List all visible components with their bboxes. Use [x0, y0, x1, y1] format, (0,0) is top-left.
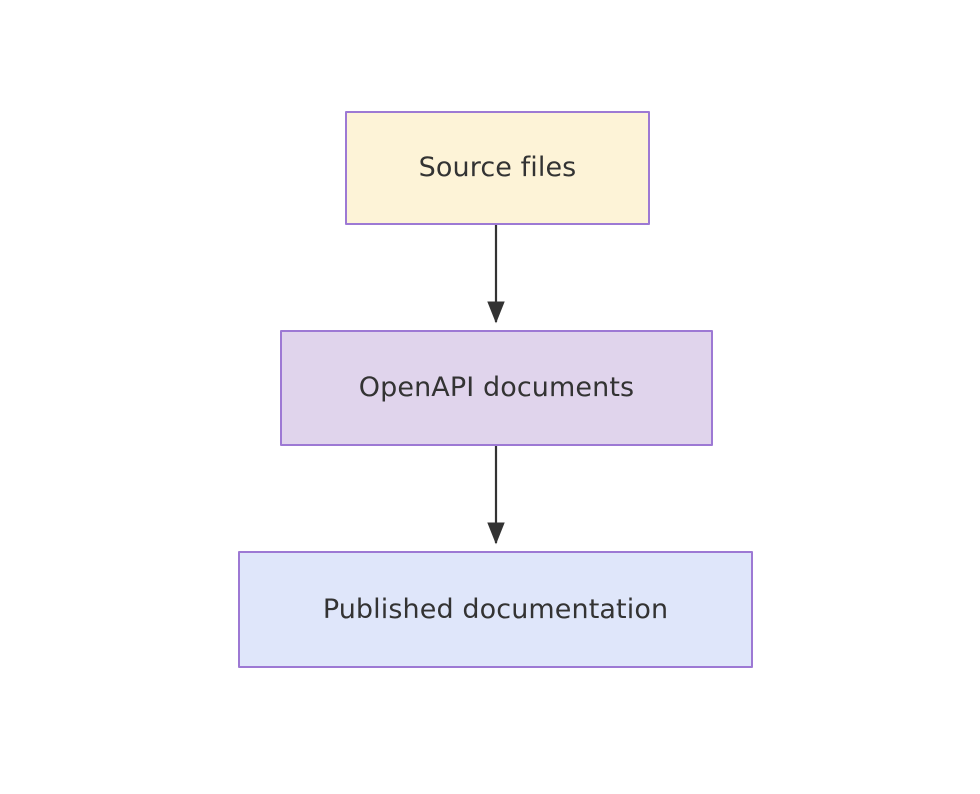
flowchart-node-published-documentation[interactable]: Published documentation	[238, 551, 753, 668]
flowchart-node-openapi-documents[interactable]: OpenAPI documents	[280, 330, 713, 446]
node-label-openapi-documents: OpenAPI documents	[358, 372, 635, 404]
node-label-source-files: Source files	[418, 152, 577, 184]
node-label-published-documentation: Published documentation	[322, 593, 669, 625]
flowchart-node-source-files[interactable]: Source files	[345, 111, 650, 225]
